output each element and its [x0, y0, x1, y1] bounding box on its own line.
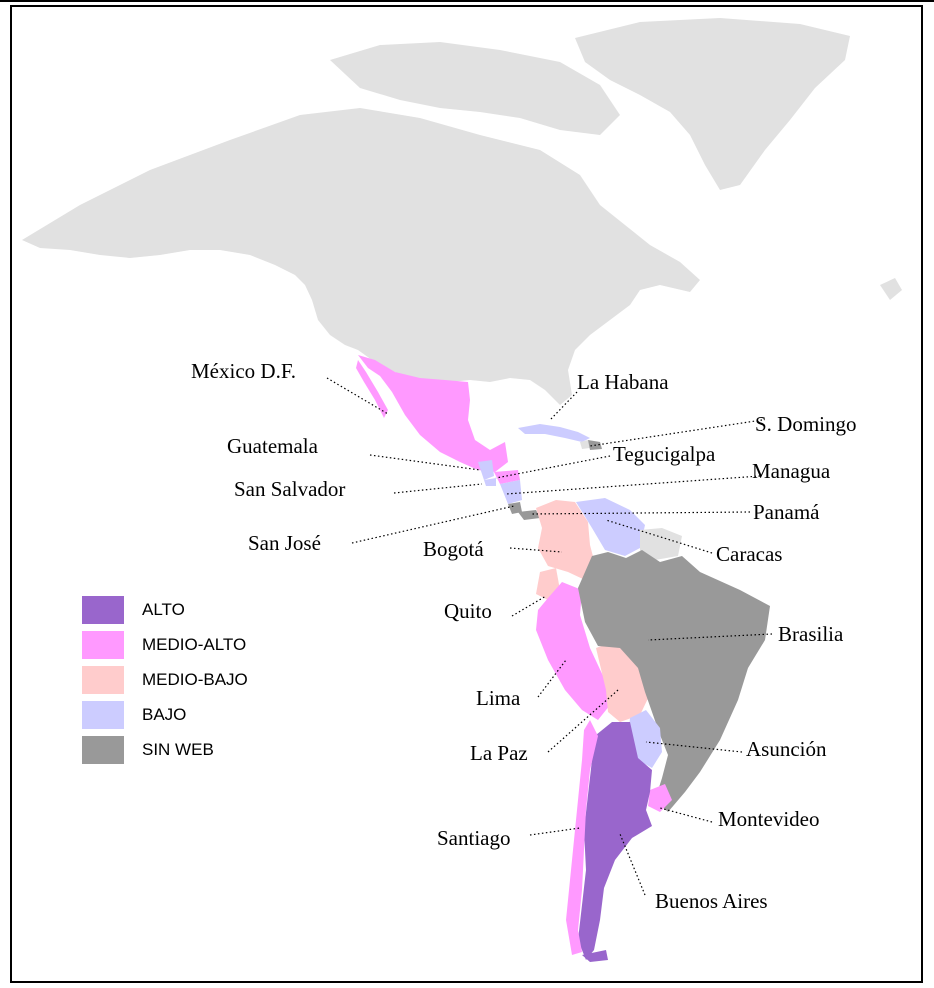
legend-item-sin-web: SIN WEB [82, 732, 248, 767]
city-label-montevideo: Montevideo [718, 807, 819, 831]
city-label-mexico: México D.F. [191, 359, 296, 383]
city-label-buenos-aires: Buenos Aires [655, 889, 768, 913]
legend-label-medio-bajo: MEDIO-BAJO [142, 669, 248, 689]
city-label-guatemala: Guatemala [227, 434, 319, 458]
city-label-la-paz: La Paz [470, 741, 528, 765]
legend-label-bajo: BAJO [142, 704, 187, 724]
top-border [0, 0, 934, 2]
city-label-lima: Lima [476, 686, 521, 710]
city-label-s-domingo: S. Domingo [755, 412, 857, 436]
legend-swatch-alto [82, 595, 124, 624]
city-label-quito: Quito [444, 599, 492, 623]
city-label-la-habana: La Habana [577, 370, 669, 394]
legend-label-medio-alto: MEDIO-ALTO [142, 634, 247, 654]
region-haiti [580, 440, 590, 449]
region-panama [518, 510, 540, 520]
legend-item-medio-bajo: MEDIO-BAJO [82, 662, 248, 697]
region-baja-california [356, 360, 388, 418]
region-arctic-islands [330, 42, 620, 135]
region-honduras [494, 470, 520, 484]
leader-lines [326, 377, 773, 896]
legend-swatch-medio-bajo [82, 665, 124, 694]
city-label-caracas: Caracas [716, 542, 782, 566]
region-tierra-del-fuego [582, 950, 608, 962]
city-label-san-salvador: San Salvador [234, 477, 345, 501]
legend: ALTO MEDIO-ALTO MEDIO-BAJO BAJO SIN WEB [82, 592, 248, 767]
city-label-bogota: Bogotá [423, 537, 484, 561]
region-chile [566, 720, 598, 955]
city-label-managua: Managua [752, 459, 831, 483]
legend-swatch-bajo [82, 700, 124, 729]
region-costa-rica [508, 502, 522, 514]
legend-item-alto: ALTO [82, 592, 248, 627]
region-guatemala [478, 460, 494, 480]
city-label-panama: Panamá [753, 500, 820, 524]
region-north-america [22, 108, 700, 405]
legend-item-medio-alto: MEDIO-ALTO [82, 627, 248, 662]
city-label-brasilia: Brasilia [778, 622, 844, 646]
region-iceland [880, 278, 902, 300]
region-brazil [578, 550, 770, 812]
city-label-santiago: Santiago [437, 826, 511, 850]
region-peru [536, 582, 610, 720]
region-mexico [358, 355, 508, 472]
city-label-tegucigalpa: Tegucigalpa [613, 442, 716, 466]
region-argentina [578, 722, 652, 960]
region-colombia [536, 500, 596, 580]
region-uruguay [648, 784, 672, 812]
legend-swatch-medio-alto [82, 630, 124, 659]
region-venezuela [576, 498, 645, 556]
city-label-asuncion: Asunción [746, 737, 827, 761]
region-guianas [640, 528, 682, 560]
region-nicaragua [500, 480, 522, 504]
city-label-san-jose: San José [248, 531, 321, 555]
legend-item-bajo: BAJO [82, 697, 248, 732]
legend-label-sin-web: SIN WEB [142, 739, 214, 759]
region-el-salvador [484, 478, 496, 486]
region-greenland [575, 18, 850, 190]
legend-label-alto: ALTO [142, 599, 185, 619]
region-cuba [518, 424, 590, 442]
legend-swatch-sin-web [82, 735, 124, 764]
